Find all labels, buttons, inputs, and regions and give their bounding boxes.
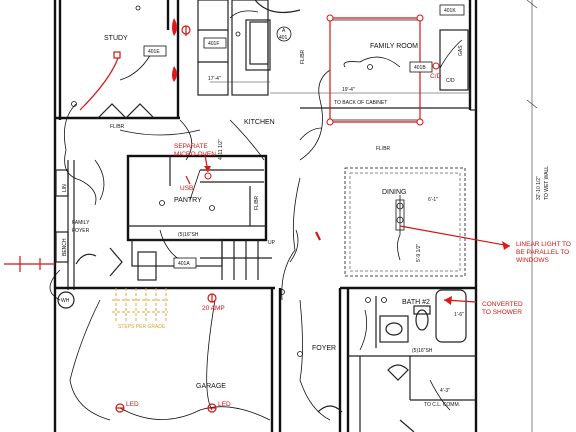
label-flbr-1: FL/BR <box>110 124 125 130</box>
tag-401a: 401A <box>178 261 190 267</box>
tag-401f: 401F <box>208 41 219 47</box>
walls <box>53 0 538 432</box>
dim-to-wet-wall: TO WET WALL <box>544 166 550 200</box>
tag-401k: 401K <box>444 8 456 14</box>
wiring <box>49 10 463 421</box>
note-20-amp: 20 AMP <box>202 305 225 312</box>
note-linear-2: BE PARALLEL TO <box>516 249 569 256</box>
dim-4-11: 4'-11 1/2" <box>218 139 224 160</box>
label-flbr-v: FL/BR <box>254 195 260 210</box>
room-bath2: BATH #2 <box>402 299 430 306</box>
label-flbr-3: FL/BR <box>300 49 306 64</box>
dim-to-back-cabinet: TO BACK OF CABINET <box>334 100 387 106</box>
room-family-room: FAMILY ROOM <box>370 43 418 50</box>
note-linear-1: LINEAR LIGHT TO <box>516 241 571 248</box>
red-annotation-labels: SEPARATE MICRO OVEN USB C/D 20 AMP LINEA… <box>126 73 571 408</box>
dim-1-6: 1'-6" <box>454 312 464 318</box>
label-cd-black: C/D <box>446 78 455 84</box>
dim-6-1: 6'-1" <box>428 197 438 203</box>
fixtures <box>71 5 405 357</box>
dim-to-cl-comm: TO C.L. COMM. <box>424 402 460 408</box>
tag-401b: 401B <box>414 65 426 71</box>
reference-tags: 401E 401F 401A 401B 401K A 401 <box>143 4 465 269</box>
note-separate: SEPARATE <box>174 143 208 150</box>
room-kitchen: KITCHEN <box>244 119 275 126</box>
tag-401e: 401E <box>148 49 160 55</box>
note-led-2: LED <box>218 401 231 408</box>
label-steps: STEPS PER GRADE <box>118 324 166 330</box>
tag-a-401: 401 <box>279 35 288 41</box>
label-wh: WH <box>61 298 70 304</box>
label-shelving: (5)16"SH <box>412 348 433 354</box>
dim-17-4: 17'-4" <box>208 76 221 82</box>
dim-4-3: 4'-3" <box>440 388 450 394</box>
note-micro-oven: MICRO OVEN <box>174 151 216 158</box>
room-pantry: PANTRY <box>174 197 202 204</box>
dim-19-4: 19'-4" <box>342 87 355 93</box>
label-up: UP <box>268 240 276 246</box>
label-flbr-2: FL/BR <box>376 146 391 152</box>
tag-a: A <box>282 28 286 34</box>
note-led-1: LED <box>126 401 139 408</box>
label-shelf: (5)16"SH <box>178 232 199 238</box>
misc-labels: FL/BR FL/BR FL/BR FL/BR GAS C/D WH UP (5… <box>61 45 464 354</box>
room-labels: STUDY FAMILY ROOM KITCHEN PANTRY DINING … <box>72 35 430 390</box>
label-gas: GAS <box>458 45 464 56</box>
garage-steps <box>112 288 168 322</box>
dimension-labels: 17'-4" 19'-4" TO BACK OF CABINET 4'-11 1… <box>208 76 550 408</box>
label-bench: BENCH <box>62 238 68 256</box>
room-foyer: FOYER <box>312 345 336 352</box>
note-cd: C/D <box>430 73 442 80</box>
red-annotations <box>4 14 511 413</box>
room-garage: GARAGE <box>196 383 226 390</box>
room-family-foyer-line1: FAMILY <box>72 220 90 226</box>
note-converted: CONVERTED <box>482 301 523 308</box>
note-to-shower: TO SHOWER <box>482 309 522 316</box>
room-family-foyer-line2: FOYER <box>72 228 90 234</box>
dim-5-9: 5'-9 1/2" <box>416 243 422 262</box>
dim-32-10: 32'-10 1/2" <box>536 176 542 200</box>
room-study: STUDY <box>104 35 128 42</box>
note-linear-3: WINDOWS <box>516 257 550 264</box>
room-dining: DINING <box>382 189 407 196</box>
label-closet: LIN <box>62 184 68 192</box>
note-usb: USB <box>180 185 193 192</box>
